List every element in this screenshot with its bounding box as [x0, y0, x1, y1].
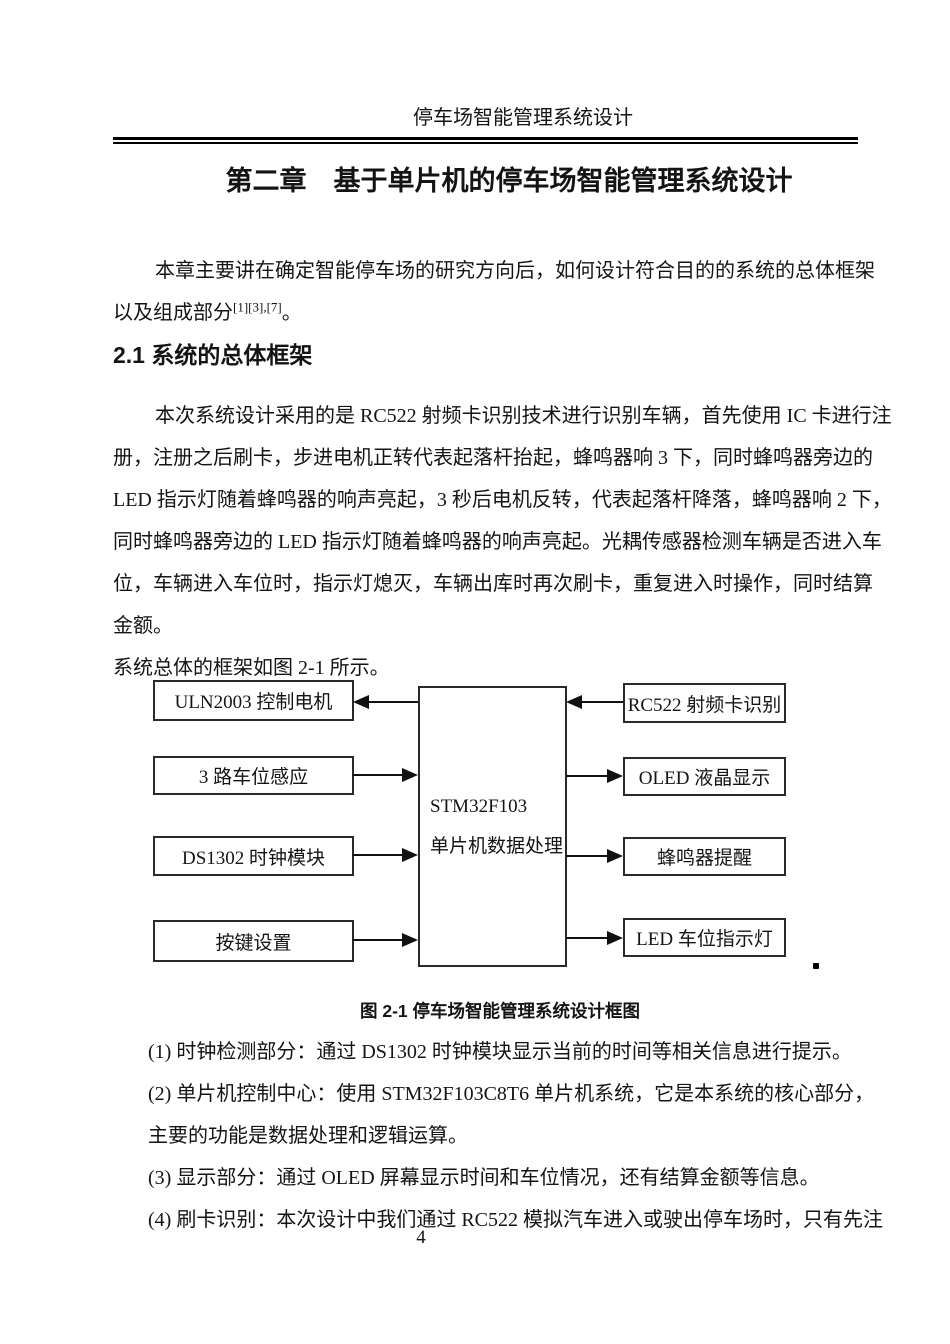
list-item-line: (4) 刷卡识别：本次设计中我们通过 RC522 模拟汽车进入或驶出停车场时，只… — [148, 1209, 883, 1231]
diagram-box-uln2003: ULN2003 控制电机 — [153, 680, 354, 721]
arrow-rc522-to-stm32 — [566, 695, 623, 709]
intro-line: 本章主要讲在确定智能停车场的研究方向后，如何设计符合目的的系统的总体框架 — [155, 260, 875, 282]
arrow-ds1302-to-stm32 — [353, 848, 418, 862]
intro-line-text: 以及组成部分 — [113, 302, 233, 324]
diagram-box-parking-sensors: 3 路车位感应 — [153, 756, 354, 795]
arrow-keys-to-stm32 — [353, 933, 418, 947]
arrow-stm32-to-uln2003 — [353, 695, 418, 709]
intro-line-tail: 。 — [281, 302, 302, 324]
body-line: 位，车辆进入车位时，指示灯熄灭，车辆出库时再次刷卡，重复进入时操作，同时结算 — [113, 573, 873, 595]
section-heading: 2.1 系统的总体框架 — [113, 342, 313, 368]
stray-period-dot — [813, 963, 819, 969]
arrow-stm32-to-buzzer — [566, 849, 623, 863]
stm32-label-line1: STM32F103 — [430, 795, 528, 817]
list-item-line: (1) 时钟检测部分：通过 DS1302 时钟模块显示当前的时间等相关信息进行提… — [148, 1041, 852, 1063]
body-line: 同时蜂鸣器旁边的 LED 指示灯随着蜂鸣器的响声亮起。光耦传感器检测车辆是否进入… — [113, 531, 882, 553]
diagram-box-led: LED 车位指示灯 — [623, 918, 786, 957]
chapter-title: 第二章 基于单片机的停车场智能管理系统设计 — [225, 166, 793, 196]
body-line: 册，注册之后刷卡，步进电机正转代表起落杆抬起，蜂鸣器响 3 下，同时蜂鸣器旁边的 — [113, 447, 873, 469]
body-line: 本次系统设计采用的是 RC522 射频卡识别技术进行识别车辆，首先使用 IC 卡… — [155, 405, 892, 427]
diagram-box-ds1302: DS1302 时钟模块 — [153, 836, 354, 876]
figure-intro-line: 系统总体的框架如图 2-1 所示。 — [113, 657, 390, 679]
diagram-box-oled: OLED 液晶显示 — [623, 757, 786, 796]
list-item-line: 主要的功能是数据处理和逻辑运算。 — [148, 1125, 468, 1147]
arrow-stm32-to-oled — [566, 769, 623, 783]
diagram-box-buzzer: 蜂鸣器提醒 — [623, 837, 786, 876]
arrow-stm32-to-led — [566, 931, 623, 945]
list-item-line: (3) 显示部分：通过 OLED 屏幕显示时间和车位情况，还有结算金额等信息。 — [148, 1167, 820, 1189]
intro-paragraph: 本章主要讲在确定智能停车场的研究方向后，如何设计符合目的的系统的总体框架 以及组… — [113, 250, 875, 334]
body-line: 金额。 — [113, 615, 173, 637]
arrow-sensors-to-stm32 — [353, 768, 418, 782]
page-header-title: 停车场智能管理系统设计 — [413, 107, 633, 129]
numbered-list: (1) 时钟检测部分：通过 DS1302 时钟模块显示当前的时间等相关信息进行提… — [148, 1031, 883, 1241]
diagram-box-rc522: RC522 射频卡识别 — [623, 683, 786, 723]
header-rule — [113, 137, 858, 144]
page-number: 4 — [416, 1227, 426, 1248]
diagram-box-stm32: STM32F103 单片机数据处理 — [418, 686, 567, 967]
list-item-line: (2) 单片机控制中心：使用 STM32F103C8T6 单片机系统，它是本系统… — [148, 1083, 875, 1105]
intro-line: 以及组成部分[1][3],[7]。 — [113, 292, 841, 334]
body-line: LED 指示灯随着蜂鸣器的响声亮起，3 秒后电机反转，代表起落杆降落，蜂鸣器响 … — [113, 489, 892, 511]
stm32-label-line2: 单片机数据处理 — [430, 835, 564, 857]
figure-caption: 图 2-1 停车场智能管理系统设计框图 — [359, 1001, 641, 1021]
diagram-box-keys: 按键设置 — [153, 920, 354, 962]
reference-superscript: [1][3],[7] — [233, 299, 282, 315]
body-paragraph: 本次系统设计采用的是 RC522 射频卡识别技术进行识别车辆，首先使用 IC 卡… — [113, 395, 892, 647]
